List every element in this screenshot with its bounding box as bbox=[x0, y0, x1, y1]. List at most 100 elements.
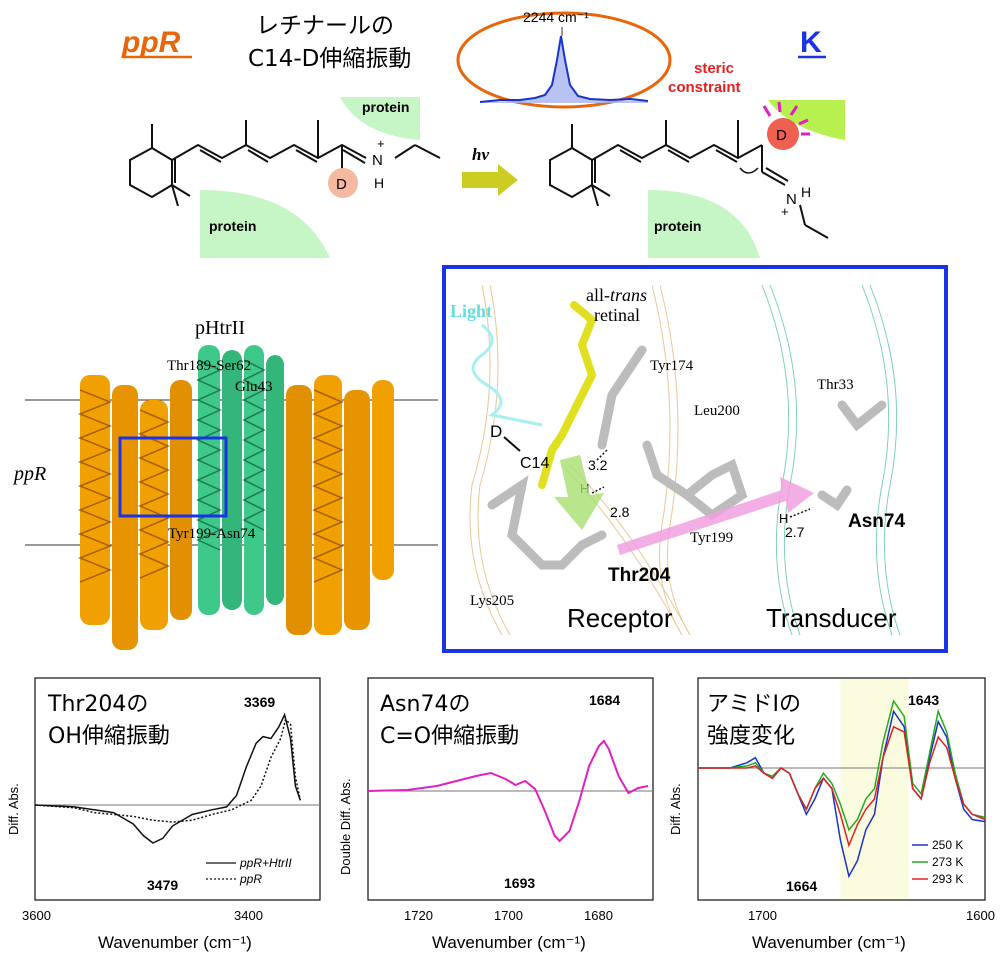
zoom-box bbox=[118, 436, 228, 518]
chart2-legend-1: 250 K bbox=[932, 838, 963, 852]
N-left: N bbox=[372, 152, 383, 169]
chart2-xtick-0: 1700 bbox=[748, 908, 777, 923]
Tyr199-Asn74-label: Tyr199-Asn74 bbox=[168, 526, 256, 542]
chart2-legend: 250 K 273 K 293 K bbox=[912, 838, 963, 886]
spectrum-line bbox=[479, 35, 649, 103]
zoom-frame bbox=[442, 265, 948, 653]
Thr33-label: Thr33 bbox=[817, 377, 854, 393]
protein-top-left bbox=[340, 97, 420, 140]
C14-label: C14 bbox=[520, 455, 549, 472]
Thr204-label: Thr204 bbox=[608, 565, 671, 586]
C-D-bond bbox=[503, 436, 521, 452]
chart1-frame bbox=[367, 677, 654, 901]
ppR-helices-left bbox=[77, 375, 192, 650]
title-line1: レチナールの bbox=[256, 13, 394, 39]
dist-2-7: 2.7 bbox=[785, 524, 805, 540]
retinal-stick bbox=[538, 301, 597, 489]
chart2-annot-1643: 1643 bbox=[908, 692, 939, 708]
title-line2: C14-D伸縮振動 bbox=[248, 46, 411, 72]
chart2-annot-1664: 1664 bbox=[786, 878, 817, 894]
Thr189-Ser62-label: Thr189-Ser62 bbox=[167, 358, 251, 374]
K-title: K bbox=[800, 26, 822, 59]
chart1-xtick-1: 1700 bbox=[494, 908, 523, 923]
rotation-arrow bbox=[739, 167, 759, 174]
chart1-title2: C=O伸縮振動 bbox=[380, 724, 519, 749]
D-circle-right bbox=[767, 118, 799, 150]
magenta-arrow bbox=[617, 477, 814, 555]
residue-sticks bbox=[487, 345, 887, 570]
chart0-frame bbox=[34, 677, 321, 901]
dist-3-2: 3.2 bbox=[588, 457, 608, 473]
chart0-legend-1: ppR+HtrII bbox=[239, 856, 292, 870]
chart0-series-1 bbox=[34, 718, 302, 823]
Glu43-label: Glu43 bbox=[235, 379, 273, 395]
chart2-title2: 強度変化 bbox=[707, 724, 795, 749]
chart0-legend-2: ppR bbox=[239, 872, 262, 886]
spectra-panels: Thr204の OH伸縮振動 Diff. Abs. Wavenumber (cm… bbox=[6, 677, 995, 952]
H-left: H bbox=[374, 175, 384, 191]
light-wave bbox=[471, 323, 543, 427]
D-left: D bbox=[336, 176, 347, 193]
chart0-xlabel: Wavenumber (cm⁻¹) bbox=[98, 933, 252, 952]
Tyr174-label: Tyr174 bbox=[650, 358, 694, 374]
chart2-title1: アミドⅠの bbox=[707, 692, 801, 717]
spectra-lines bbox=[34, 699, 986, 879]
chart0-title1: Thr204の bbox=[47, 692, 148, 717]
retinal-molecule-left bbox=[129, 120, 441, 207]
chart-amideI: アミドⅠの 強度変化 Diff. Abs. Wavenumber (cm⁻¹) … bbox=[668, 677, 995, 952]
retinal-molecule-right bbox=[549, 120, 829, 239]
chart0-annot-3369: 3369 bbox=[244, 694, 275, 710]
D-right: D bbox=[776, 127, 787, 144]
plus-left: + bbox=[377, 136, 385, 151]
ppR-label: ppR bbox=[12, 463, 46, 485]
Leu200-label: Leu200 bbox=[694, 403, 740, 419]
D-label: D bbox=[490, 422, 502, 441]
steric-clash-marks bbox=[762, 101, 810, 136]
Tyr199-label: Tyr199 bbox=[690, 530, 733, 546]
chart0-ylabel: Diff. Abs. bbox=[6, 783, 21, 835]
hv-label: hν bbox=[472, 145, 489, 164]
protein-bottom-left bbox=[200, 190, 330, 258]
chart-asn74: Asn74の C=O伸縮振動 Double Diff. Abs. Wavenum… bbox=[338, 677, 654, 952]
pHtrII-label: pHtrII bbox=[195, 317, 245, 339]
chart0-title2: OH伸縮振動 bbox=[48, 724, 170, 749]
chart0-xtick-1: 3400 bbox=[234, 908, 263, 923]
green-arrow bbox=[554, 455, 604, 530]
chart2-series-1 bbox=[698, 699, 986, 832]
transducer-label: Transducer bbox=[766, 603, 897, 633]
chart2-legend-2: 273 K bbox=[932, 855, 963, 869]
chart1-xlabel: Wavenumber (cm⁻¹) bbox=[432, 933, 586, 952]
chart2-xlabel: Wavenumber (cm⁻¹) bbox=[752, 933, 906, 952]
chart2-frame bbox=[697, 677, 986, 901]
chart1-annot-1684: 1684 bbox=[589, 692, 620, 708]
Asn74-label: Asn74 bbox=[848, 511, 905, 532]
chart2-xtick-1: 1600 bbox=[966, 908, 995, 923]
hbonds bbox=[591, 449, 811, 518]
reaction-arrow bbox=[462, 164, 518, 196]
chart2-ylabel: Diff. Abs. bbox=[668, 783, 683, 835]
pHtrII-helices bbox=[196, 345, 284, 615]
peak-label: 2244 cm⁻¹ bbox=[523, 9, 589, 25]
N-right: N bbox=[786, 191, 797, 208]
receptor-label: Receptor bbox=[567, 603, 673, 633]
retinal-scheme: ppR K レチナールの C14-D伸縮振動 2244 cm⁻¹ steric … bbox=[121, 9, 845, 258]
D-circle-left bbox=[328, 168, 358, 198]
chart1-ylabel: Double Diff. Abs. bbox=[338, 778, 353, 875]
chart-thr204: Thr204の OH伸縮振動 Diff. Abs. Wavenumber (cm… bbox=[6, 677, 321, 952]
chart1-series-0 bbox=[367, 739, 649, 843]
protein-label-top-left: protein bbox=[362, 99, 409, 115]
retinal-label: retinal bbox=[594, 305, 640, 325]
chart1-xtick-0: 1720 bbox=[404, 908, 433, 923]
protein-label-bottom-left: protein bbox=[209, 218, 256, 234]
plus-right: + bbox=[781, 204, 789, 219]
all-trans-label: all-trans bbox=[586, 285, 647, 305]
complex-structure: pHtrII Thr189-Ser62 Glu43 ppR Tyr199-Asn… bbox=[12, 317, 438, 650]
chart2-legend-3: 293 K bbox=[932, 872, 963, 886]
steric-line2: constraint bbox=[668, 79, 741, 96]
H-right: H bbox=[801, 184, 811, 200]
chart0-annot-3479: 3479 bbox=[147, 877, 178, 893]
dist-2-8: 2.8 bbox=[610, 504, 630, 520]
Lys205-label: Lys205 bbox=[470, 593, 514, 609]
chart1-annot-1693: 1693 bbox=[504, 875, 535, 891]
chart0-series-0 bbox=[34, 712, 302, 844]
